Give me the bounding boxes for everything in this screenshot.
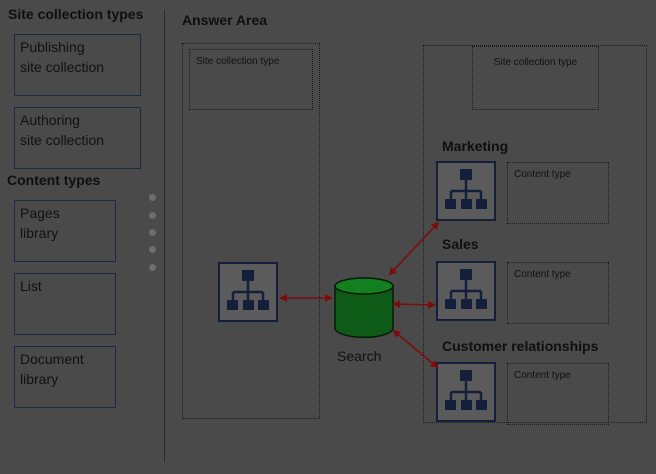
site-label-marketing: Marketing <box>442 138 509 154</box>
sitemap-icon <box>436 261 496 321</box>
grip-dots-icon[interactable] <box>149 246 156 253</box>
search-label: Search <box>337 348 382 364</box>
sales-content-type-target[interactable]: Content type <box>507 262 609 324</box>
arrow-search-sales <box>392 300 436 309</box>
database-icon <box>334 277 394 339</box>
site-collection-types-heading: Site collection types <box>8 6 144 22</box>
option-line: site collection <box>20 132 105 148</box>
grip-dots-icon[interactable] <box>149 264 156 271</box>
answer-area-heading: Answer Area <box>182 12 268 28</box>
option-line: library <box>20 225 59 241</box>
arrow-search-customer-relationships <box>392 329 439 369</box>
panel-divider <box>164 10 165 462</box>
option-line: Pages <box>20 205 60 221</box>
option-publishing-site-collection[interactable]: Publishing site collection <box>14 34 141 96</box>
left-site-container <box>182 43 320 419</box>
sitemap-icon <box>218 262 278 322</box>
left-site-collection-target[interactable]: Site collection type <box>189 49 313 110</box>
grip-dots-icon[interactable] <box>149 194 156 201</box>
site-label-customer-relationships: Customer relationships <box>442 338 599 354</box>
content-types-heading: Content types <box>7 172 101 188</box>
option-authoring-site-collection[interactable]: Authoring site collection <box>14 107 141 169</box>
grip-dots-icon[interactable] <box>149 212 156 219</box>
sitemap-icon <box>436 161 496 221</box>
option-pages-library[interactable]: Pages library <box>14 200 116 262</box>
sitemap-icon <box>436 362 496 422</box>
right-site-collection-target[interactable]: Site collection type <box>472 46 599 110</box>
option-line: library <box>20 371 59 387</box>
customer-relationships-content-type-target[interactable]: Content type <box>507 363 609 425</box>
option-line: Publishing <box>20 39 85 55</box>
option-line: List <box>20 278 42 294</box>
arrow-search-marketing <box>388 221 440 276</box>
marketing-content-type-target[interactable]: Content type <box>507 162 609 224</box>
option-line: site collection <box>20 59 105 75</box>
grip-dots-icon[interactable] <box>149 229 156 236</box>
option-list[interactable]: List <box>14 273 116 335</box>
option-line: Document <box>20 351 84 367</box>
site-label-sales: Sales <box>442 236 479 252</box>
option-line: Authoring <box>20 112 80 128</box>
option-document-library[interactable]: Document library <box>14 346 116 408</box>
